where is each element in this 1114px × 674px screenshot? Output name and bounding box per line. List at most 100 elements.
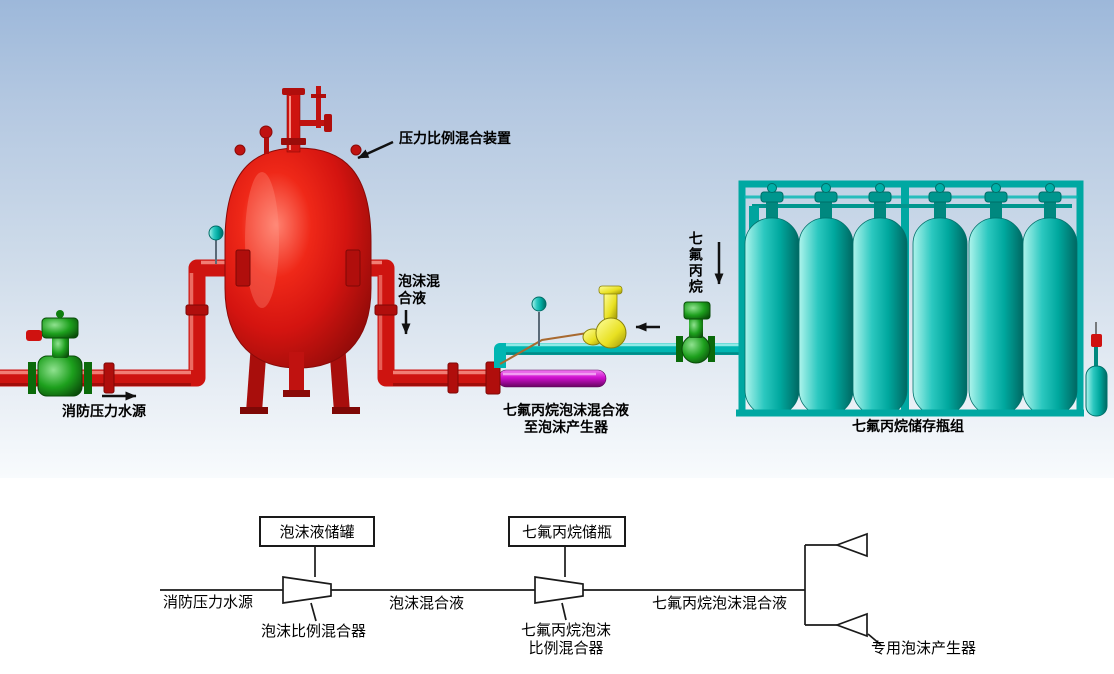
schematic-label-foam-generator: 专用泡沫产生器 [871, 640, 977, 657]
tank-top-pipe-thin [316, 86, 321, 128]
cylinder-valve-knob [875, 183, 885, 193]
tank-drain-pipe [289, 352, 304, 392]
hfc-mixer-label-connector [561, 602, 567, 621]
cylinder-neck [874, 200, 886, 222]
tank-lug [234, 144, 246, 156]
pilot-cylinder [1085, 365, 1108, 417]
hfc-cylinder [1022, 217, 1078, 417]
label-foam-mixture: 泡沫混合液 [398, 273, 440, 306]
valve-flange [84, 362, 92, 394]
cylinder-valve [928, 191, 952, 203]
valve-actuator [41, 317, 79, 339]
hfc-cylinder [744, 217, 800, 417]
label-hfc-foam-mix-line2: 至泡沫产生器 [524, 418, 608, 435]
valve-knob [56, 310, 64, 318]
pipe-flange [103, 362, 115, 394]
foam-generator-symbol-top [834, 532, 868, 558]
cylinder-valve [868, 191, 892, 203]
valve-body [681, 334, 711, 364]
valve-bonnet [689, 318, 703, 338]
label-hfc: 七氟丙烷 [687, 231, 704, 295]
water-inlet-valve [26, 310, 92, 397]
level-gauge-icon [208, 225, 224, 241]
yellow-valve-body [595, 317, 627, 349]
schematic-label-fire-water-source: 消防压力水源 [163, 594, 254, 611]
tank-top-tee [311, 94, 326, 98]
cylinder-neck [1044, 200, 1056, 222]
foam-tank-box: 泡沫液储罐 [259, 516, 375, 547]
valve-red-lever [26, 330, 42, 341]
label-pressure-mixer-device: 压力比例混合装置 [399, 130, 511, 146]
foam-tank [208, 86, 372, 414]
schematic-label-hfc-mixer-line2: 比例混合器 [528, 640, 604, 657]
foam-mixer-label-connector [310, 602, 317, 622]
pipe-flange [185, 304, 209, 316]
riser-cap [282, 88, 305, 95]
schematic-label-foam-mixture: 泡沫混合液 [389, 595, 465, 612]
valve-flange [28, 362, 36, 394]
generator-label-connector [867, 633, 882, 646]
pipe-flange [447, 362, 459, 394]
cylinder-valve-knob [767, 183, 777, 193]
tank-top-branch [300, 120, 326, 126]
hfc-line-valve [676, 301, 715, 364]
cyan-pipe [494, 343, 752, 368]
schematic-label-hfc-foam-mixture: 七氟丙烷泡沫混合液 [652, 595, 788, 612]
callout-arrow-mixer-device [357, 140, 394, 160]
cylinder-neck [766, 200, 778, 222]
tank-body [224, 147, 372, 369]
hfc-cylinder [852, 217, 908, 417]
cylinder-valve [814, 191, 838, 203]
valve-actuator [683, 301, 711, 320]
tank-nozzle-flange [345, 249, 361, 287]
tank-top-handwheel [259, 125, 273, 139]
yellow-valve [582, 285, 627, 349]
junction-flange [485, 361, 501, 395]
yellow-valve-cap [598, 285, 623, 295]
valve-body [37, 355, 83, 397]
schematic-label-hfc-mixer-line1: 七氟丙烷泡沫 [520, 622, 611, 639]
cylinder-neck [990, 200, 1002, 222]
red-pipe-left [0, 259, 252, 387]
hfc-cylinder [798, 217, 854, 417]
label-hfc-cylinder-group: 七氟丙烷储存瓶组 [852, 418, 964, 434]
label-hfc-foam-mix-line1: 七氟丙烷泡沫混合液 [503, 402, 629, 418]
cylinder-valve-knob [991, 183, 1001, 193]
hfc-foam-proportioner-symbol [534, 576, 584, 604]
tank-foot [332, 407, 360, 414]
valve-flange [676, 336, 683, 362]
magenta-pipe [497, 369, 607, 388]
tank-lug [350, 144, 362, 156]
pilot-cylinder-valve [1091, 334, 1102, 347]
foam-proportioner-symbol [282, 576, 332, 604]
hfc-cylinder [912, 217, 968, 417]
rack-frame [738, 180, 1084, 414]
hfc-cylinder-rack [736, 180, 1108, 417]
cylinder-valve-knob [1045, 183, 1055, 193]
cylinder-valve [1038, 191, 1062, 203]
pressure-gauge-icon [531, 296, 547, 312]
schematic-label-foam-mixer: 泡沫比例混合器 [261, 623, 367, 640]
tank-drain-flange [283, 390, 310, 397]
cylinder-valve-knob [935, 183, 945, 193]
label-fire-water-source: 消防压力水源 [62, 403, 146, 419]
hfc-cylinder [968, 217, 1024, 417]
cylinder-neck [820, 200, 832, 222]
tank-nozzle-flange [235, 249, 251, 287]
cylinder-valve [984, 191, 1008, 203]
pipe-flange [374, 304, 398, 316]
riser-flange [281, 138, 306, 145]
tank-highlight [245, 172, 279, 308]
pilot-line [499, 331, 595, 365]
cylinder-valve [760, 191, 784, 203]
cylinder-neck [934, 200, 946, 222]
valve-bonnet [52, 336, 69, 358]
flow-arrows [102, 140, 724, 401]
flow-schematic [160, 532, 882, 646]
yellow-valve-stem [603, 291, 618, 321]
foam-solution-line [485, 285, 752, 395]
tank-top-stem [264, 138, 269, 154]
foam-generator-symbol-bottom [834, 612, 868, 638]
